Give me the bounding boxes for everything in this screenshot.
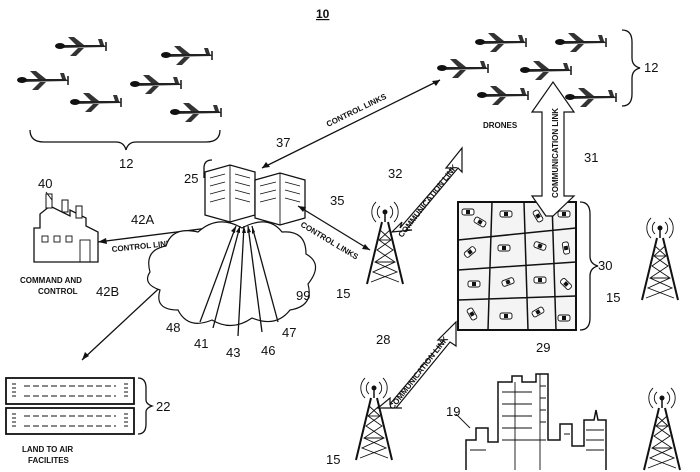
comm-link-31 (530, 80, 576, 217)
airfield-label: 22 (156, 399, 170, 414)
command-caption-line1: COMMAND AND (20, 276, 82, 285)
drone-cluster-right (436, 32, 617, 108)
traffic-brace (579, 201, 599, 331)
beam-label-41: 41 (194, 336, 208, 351)
drones-caption: DRONES (483, 121, 518, 130)
figure-number: 10 (316, 7, 330, 21)
comm-link-32 (390, 146, 463, 233)
cluster-brace-right (621, 29, 641, 107)
command-leader (45, 191, 53, 201)
drone-group-right-label: 12 (644, 60, 658, 75)
tower-label-bottom: 15 (326, 452, 340, 467)
beam-label-48: 48 (166, 320, 180, 335)
control-link-37 (261, 79, 441, 169)
tower-center (366, 201, 404, 285)
comm-link-1-num: 32 (388, 166, 402, 181)
control-link-35 (297, 205, 371, 251)
control-links-mid-num: 35 (330, 193, 344, 208)
city-leader (455, 413, 471, 429)
server-brace (203, 159, 213, 178)
tower-bottom-right (643, 387, 681, 471)
drone-group-left-label: 12 (119, 156, 133, 171)
beam-label-43: 43 (226, 345, 240, 360)
traffic-sub-label: 29 (536, 340, 550, 355)
comm-link-28 (376, 320, 457, 409)
command-label: 40 (38, 176, 52, 191)
cluster-brace-left (29, 129, 221, 151)
airfield-caption-line2: FACILITES (28, 456, 70, 465)
link-42b-label: 42B (96, 284, 119, 299)
tower-bottom-left (355, 377, 393, 461)
traffic-grid (457, 201, 577, 331)
beam-label-46: 46 (261, 343, 275, 358)
command-building (33, 193, 99, 263)
city-skyline (465, 373, 607, 470)
airfield (5, 377, 135, 435)
tower-label-right: 15 (606, 290, 620, 305)
comm-link-1-caption: COMMUNICATION LINK (396, 163, 459, 240)
server-label: 25 (184, 171, 198, 186)
airfield-brace (137, 377, 155, 435)
beams (199, 225, 279, 337)
beam-label-47: 47 (282, 325, 296, 340)
airfield-caption-line1: LAND TO AIR (22, 445, 73, 454)
drone-cluster-left (16, 36, 222, 123)
comm-link-3-caption: COMMUNICATION LINK (387, 335, 450, 412)
control-links-left-num: 42A (131, 212, 154, 227)
comm-link-2-num: 31 (584, 150, 598, 165)
cloud (147, 221, 317, 327)
tower-right (641, 217, 679, 301)
comm-link-3-num: 28 (376, 332, 390, 347)
traffic-label: 30 (598, 258, 612, 273)
comm-link-2-caption: COMMUNICATION LINK (551, 108, 560, 198)
cloud-label: 99 (296, 288, 310, 303)
control-links-top-num: 37 (276, 135, 290, 150)
tower-label-center: 15 (336, 286, 350, 301)
command-caption-line2: CONTROL (38, 287, 78, 296)
server-racks (204, 164, 306, 226)
